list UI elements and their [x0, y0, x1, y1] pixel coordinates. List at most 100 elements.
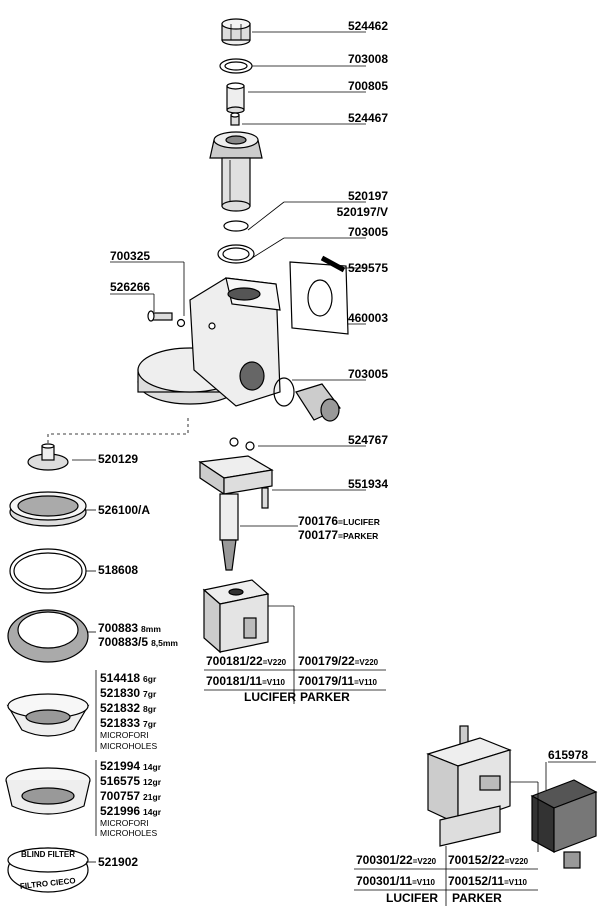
- part-number-460003: 460003: [348, 311, 388, 325]
- cap-nut-drawing: [221, 18, 251, 46]
- fb2-b-weight: 12gr: [143, 777, 162, 787]
- part-number-520197: 520197: [348, 189, 388, 203]
- part-700177-code: 700177: [298, 528, 338, 542]
- coil2-parker-220: 700152/22=V220: [448, 853, 529, 867]
- coil2-lucifer-110-voltage: =V110: [412, 878, 435, 887]
- fb2-note-1: MICROFORI: [100, 818, 149, 828]
- part-number-524467: 524467: [348, 111, 388, 125]
- part-number-703008: 703008: [348, 52, 388, 66]
- filter-basket-2-drawing: [5, 767, 91, 815]
- coil1-parker-heading: PARKER: [300, 690, 350, 704]
- fb2-b-code: 516575: [100, 774, 140, 788]
- fb2-d-weight: 14gr: [143, 807, 162, 817]
- fb1-note-1: MICROFORI: [100, 730, 149, 740]
- coil-table-bottom: 700301/22=V220 700152/22=V220 700301/11=…: [354, 846, 538, 906]
- part-number-551934: 551934: [348, 477, 388, 491]
- blind-filter-text: BLIND FILTER: [21, 850, 75, 859]
- part-700177-note: =PARKER: [338, 531, 378, 541]
- part-number-518608: 518608: [98, 563, 138, 577]
- part-700883-5-note: 8,5mm: [151, 638, 178, 648]
- fb1-d-code: 521833: [100, 716, 140, 730]
- part-number-615978: 615978: [548, 748, 588, 762]
- screw-551934-drawing: [261, 487, 269, 509]
- fb1-a-weight: 6gr: [143, 674, 157, 684]
- fb1-note-2: MICROHOLES: [100, 741, 157, 751]
- part-number-526266: 526266: [110, 280, 150, 294]
- coil1-lucifer-110: 700181/11=V110: [206, 674, 286, 688]
- fb2-c-weight: 21gr: [143, 792, 162, 802]
- part-number-524767: 524767: [348, 433, 388, 447]
- small-ring-a-drawing: [229, 437, 239, 447]
- small-screw-drawing: [230, 112, 240, 126]
- washer-700325-drawing: [176, 318, 186, 328]
- coil1-parker-110-voltage: =V110: [354, 678, 377, 687]
- small-ring-b-drawing: [245, 441, 255, 451]
- part-number-529575: 529575: [348, 261, 388, 275]
- ring-520197-drawing: [223, 220, 249, 232]
- coil-table-top: 700181/22=V220 700179/22=V220 700181/11=…: [204, 654, 386, 704]
- part-number-521902: 521902: [98, 855, 138, 869]
- part-number-700805: 700805: [348, 79, 388, 93]
- dashed-connector: [47, 418, 189, 448]
- pin-529575-drawing: [320, 255, 346, 273]
- shower-screen-drawing: [9, 491, 87, 527]
- threaded-fitting-drawing: [209, 131, 263, 212]
- coil2-lucifer-220-code: 700301/22: [356, 853, 413, 867]
- fb2-a-code: 521994: [100, 759, 140, 773]
- coil1-parker-220-voltage: =V220: [355, 658, 379, 667]
- screw-526266-drawing: [147, 310, 173, 322]
- coil1-lucifer-heading: LUCIFER: [244, 690, 296, 704]
- part-number-524462: 524462: [348, 19, 388, 33]
- coil2-parker-220-code: 700152/22: [448, 853, 505, 867]
- coil1-lucifer-220-voltage: =V220: [263, 658, 287, 667]
- fb1-c-code: 521832: [100, 701, 140, 715]
- gasket-518608-drawing: [9, 548, 87, 594]
- blind-filter-drawing: BLIND FILTER FILTRO CIECO: [7, 847, 89, 893]
- coil1-parker-220: 700179/22=V220: [298, 654, 379, 668]
- part-700883-5-code: 700883/5: [98, 635, 148, 649]
- coil2-lucifer-110-code: 700301/11: [356, 874, 412, 888]
- coil2-lucifer-110: 700301/11=V110: [356, 874, 436, 888]
- coil1-lucifer-110-voltage: =V110: [262, 678, 285, 687]
- part-number-520197v: 520197/V: [337, 205, 388, 219]
- coil2-parker-heading: PARKER: [452, 891, 502, 905]
- part-number-703005-top: 703005: [348, 225, 388, 239]
- part-number-700176: 700176=LUCIFER: [298, 514, 380, 528]
- connector-615978-drawing: [530, 779, 598, 869]
- coil2-parker-220-voltage: =V220: [505, 857, 529, 866]
- part-700176-code: 700176: [298, 514, 338, 528]
- valve-body-drawing: [198, 455, 274, 571]
- part-number-520129: 520129: [98, 452, 138, 466]
- fb1-a-code: 514418: [100, 671, 140, 685]
- gasket-700883-drawing: [7, 609, 89, 663]
- fb1-d-weight: 7gr: [143, 719, 157, 729]
- o-ring-703005-drawing: [217, 244, 255, 264]
- part-number-700325: 700325: [110, 249, 150, 263]
- fb2-note-2: MICROHOLES: [100, 828, 157, 838]
- fb2-c-code: 700757: [100, 789, 140, 803]
- coil1-parker-110-code: 700179/11: [298, 674, 354, 688]
- part-number-700177: 700177=PARKER: [298, 528, 378, 542]
- part-number-526100a: 526100/A: [98, 503, 150, 517]
- filter-basket-1-drawing: [6, 693, 90, 737]
- solenoid-coil-1-drawing: [202, 579, 270, 654]
- plug-drawing: [295, 383, 341, 422]
- part-700883-note: 8mm: [141, 624, 161, 634]
- coil2-lucifer-220: 700301/22=V220: [356, 853, 437, 867]
- coil1-lucifer-220-code: 700181/22: [206, 654, 263, 668]
- coil2-parker-110: 700152/11=V110: [448, 874, 528, 888]
- part-700883-code: 700883: [98, 621, 138, 635]
- gasket-460003-drawing: [289, 261, 349, 335]
